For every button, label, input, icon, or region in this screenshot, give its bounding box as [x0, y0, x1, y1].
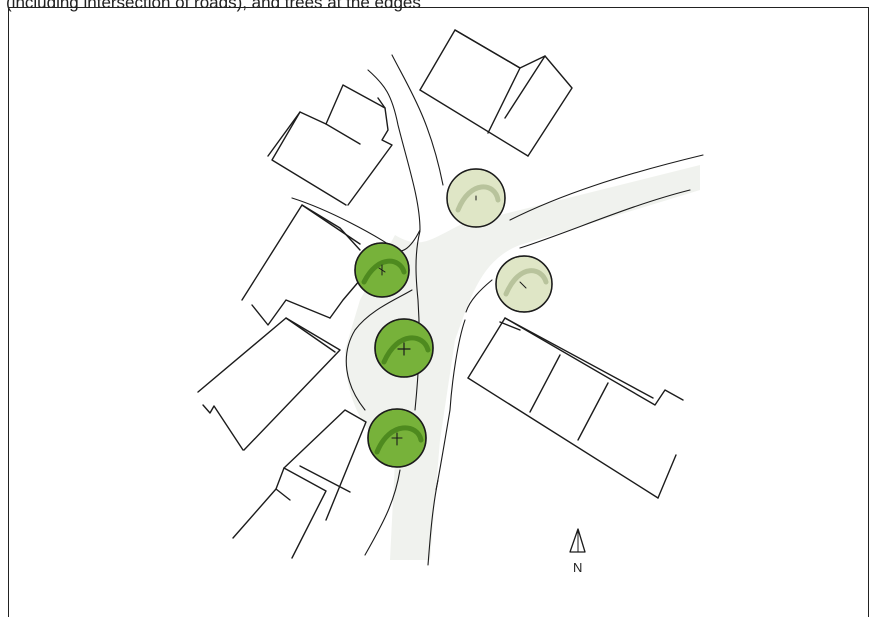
building-sw	[232, 409, 367, 559]
north-arrow-icon	[569, 528, 586, 553]
road-edges	[291, 54, 704, 566]
tree-1	[446, 168, 506, 228]
building-n	[419, 29, 573, 157]
building-w-mid	[241, 204, 361, 326]
road-wash	[345, 165, 700, 560]
tree-2	[495, 255, 553, 313]
building-nw-top	[267, 84, 393, 206]
tree-5	[367, 408, 427, 468]
tree-4	[374, 318, 434, 378]
building-w-low	[197, 317, 341, 451]
figure-caption: (including intersection of roads), and t…	[6, 0, 421, 12]
tree-3	[354, 242, 410, 298]
building-se	[467, 317, 684, 499]
north-label: N	[573, 560, 582, 575]
